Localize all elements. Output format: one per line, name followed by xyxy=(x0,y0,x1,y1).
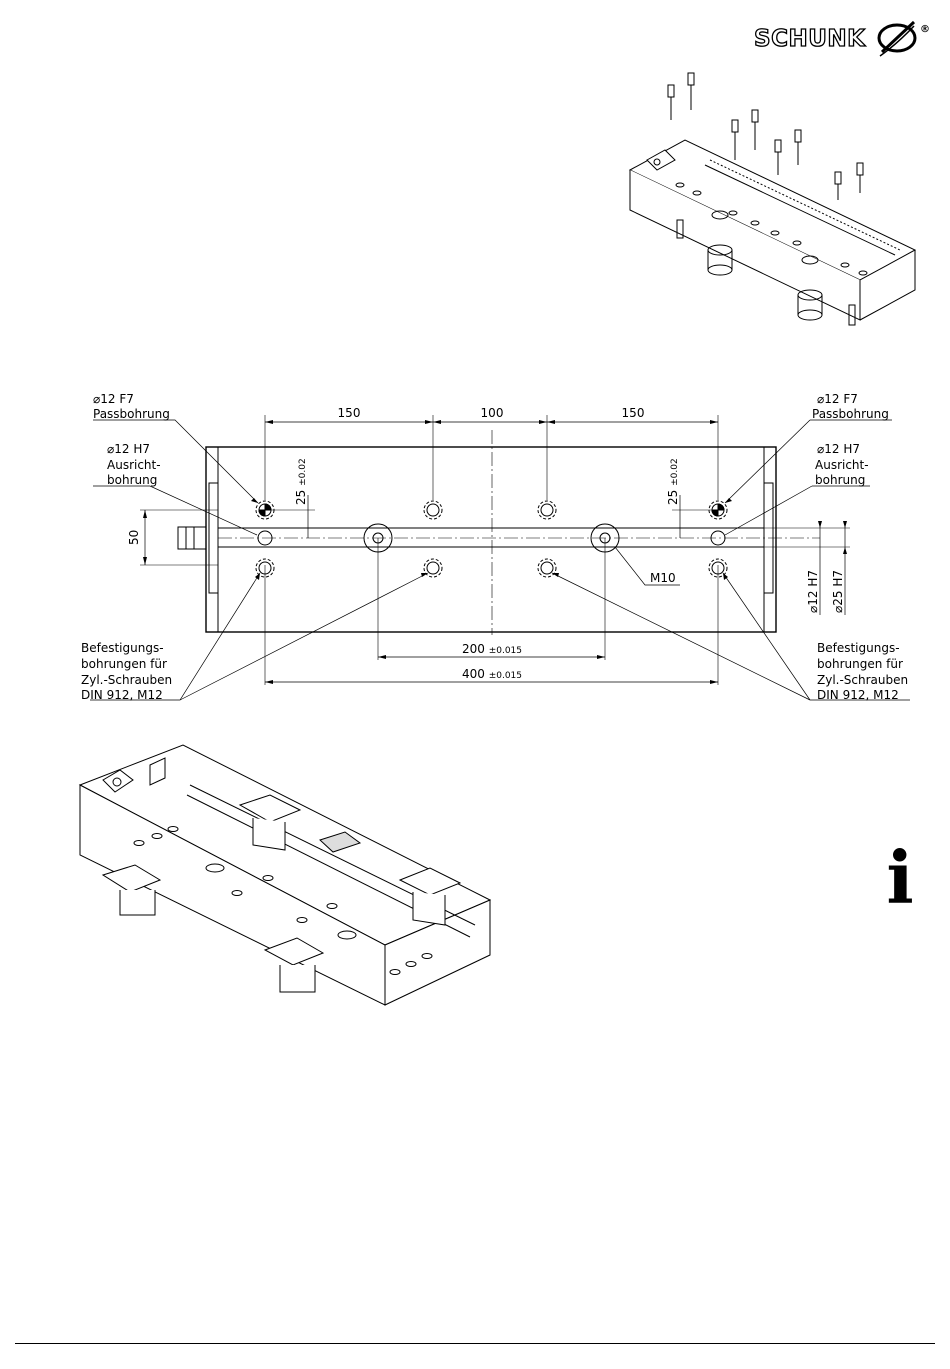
exploded-isometric-view xyxy=(625,65,925,345)
right-align-line2: bohrung xyxy=(815,473,865,487)
logo-emblem-icon xyxy=(879,22,915,56)
left-align-line2: bohrung xyxy=(107,473,157,487)
fit-hole-right xyxy=(709,501,727,519)
logo-wordmark: SCHUNK xyxy=(754,26,866,52)
dim-400: 400 ±0.015 xyxy=(462,667,522,681)
right-fix-line4: DIN 912, M12 xyxy=(817,688,899,702)
dim-25-right: 25 ±0.02 xyxy=(666,458,680,505)
mounting-holes xyxy=(256,501,727,577)
dim-top-100: 100 xyxy=(481,406,504,420)
left-fix-line1: Befestigungs- xyxy=(81,641,164,655)
plate-outline xyxy=(206,447,776,632)
right-fix-line2: bohrungen für xyxy=(817,657,903,671)
right-fix-line1: Befestigungs- xyxy=(817,641,900,655)
fit-hole-left xyxy=(256,501,274,519)
dim-dia-25-h7: ⌀25 H7 xyxy=(831,570,845,613)
dim-50: 50 xyxy=(127,530,141,545)
dimension-drawing: 150 100 150 25 ±0.02 25 ±0.02 50 ⌀12 H7 … xyxy=(0,385,950,715)
right-fit-dia-label: ⌀12 F7 xyxy=(817,392,858,406)
right-fit-text-label: Passbohrung xyxy=(812,407,889,421)
dim-m10: M10 xyxy=(650,571,676,585)
bottom-isometric-view xyxy=(75,740,505,1030)
logo-registered-mark: ® xyxy=(920,24,930,35)
right-align-dia-label: ⌀12 H7 xyxy=(817,442,860,456)
plate-holes xyxy=(256,501,727,577)
dim-top-150-right: 150 xyxy=(622,406,645,420)
left-fix-line2: bohrungen für xyxy=(81,657,167,671)
left-align-line1: Ausricht- xyxy=(107,458,161,472)
dim-dia-12-h7: ⌀12 H7 xyxy=(806,570,820,613)
schunk-logo: SCHUNK ® xyxy=(752,16,942,66)
left-align-dia-label: ⌀12 H7 xyxy=(107,442,150,456)
left-fit-text-label: Passbohrung xyxy=(93,407,170,421)
info-icon: i xyxy=(880,843,920,913)
dim-25-left: 25 ±0.02 xyxy=(294,458,308,505)
dim-top-150-left: 150 xyxy=(338,406,361,420)
left-fit-dia-label: ⌀12 F7 xyxy=(93,392,134,406)
left-fix-line4: DIN 912, M12 xyxy=(81,688,163,702)
right-align-line1: Ausricht- xyxy=(815,458,869,472)
right-fix-line3: Zyl.-Schrauben xyxy=(817,673,908,687)
footer-rule xyxy=(15,1343,935,1344)
left-fix-line3: Zyl.-Schrauben xyxy=(81,673,172,687)
dim-200: 200 ±0.015 xyxy=(462,642,522,656)
